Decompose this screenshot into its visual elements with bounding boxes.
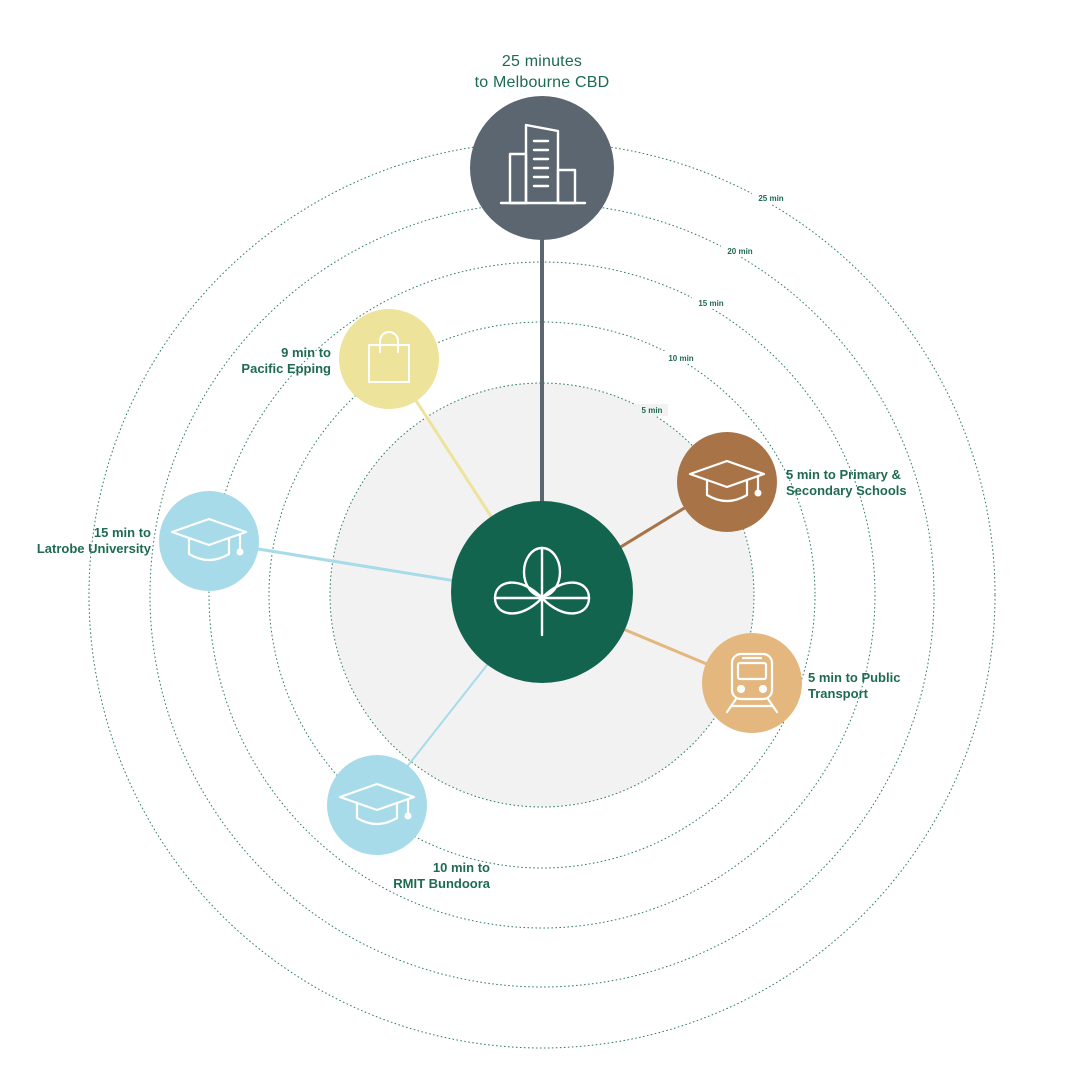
node-pacific-epping	[339, 309, 439, 409]
ring-label-10: 10 min	[668, 354, 693, 363]
transport-label-line2: Transport	[808, 686, 869, 701]
pacific-epping-label-line1: 9 min to	[281, 345, 331, 360]
graduation-cap-icon	[338, 782, 416, 826]
transport-label-line1: 5 min to Public	[808, 670, 900, 685]
pacific-epping-label-line2: Pacific Epping	[241, 361, 331, 376]
ring-25-min	[88, 141, 996, 1049]
ring-label-15: 15 min	[698, 299, 723, 308]
building-icon	[499, 123, 587, 205]
node-public-transport	[702, 633, 802, 733]
node-rmit-bundoora	[327, 755, 427, 855]
clover-logo-icon	[493, 546, 591, 637]
node-schools	[677, 432, 777, 532]
latrobe-label-line1: 15 min to	[94, 525, 151, 540]
graduation-cap-icon	[688, 459, 766, 503]
ring-10-min	[268, 321, 816, 869]
latrobe-label-line2: Latrobe University	[37, 541, 152, 556]
rmit-label-line2: RMIT Bundoora	[393, 876, 491, 891]
node-melbourne-cbd	[470, 96, 614, 240]
cbd-label-line2: to Melbourne CBD	[475, 74, 610, 91]
shopping-bag-icon	[368, 331, 410, 383]
schools-label-line1: 5 min to Primary &	[786, 467, 901, 482]
ring-label-5: 5 min	[642, 406, 663, 415]
cbd-label-line1: 25 minutes	[502, 53, 582, 70]
ring-label-20: 20 min	[727, 247, 752, 256]
ring-20-min	[149, 202, 935, 988]
hub-node	[451, 501, 633, 683]
schools-label-line2: Secondary Schools	[786, 483, 907, 498]
node-latrobe-university	[159, 491, 259, 591]
ring-label-25: 25 min	[758, 194, 783, 203]
graduation-cap-icon	[170, 517, 248, 562]
rmit-label-line1: 10 min to	[433, 860, 490, 875]
ring-labels: 5 min 10 min 15 min 20 min 25 min	[636, 192, 790, 416]
train-icon	[725, 652, 779, 714]
